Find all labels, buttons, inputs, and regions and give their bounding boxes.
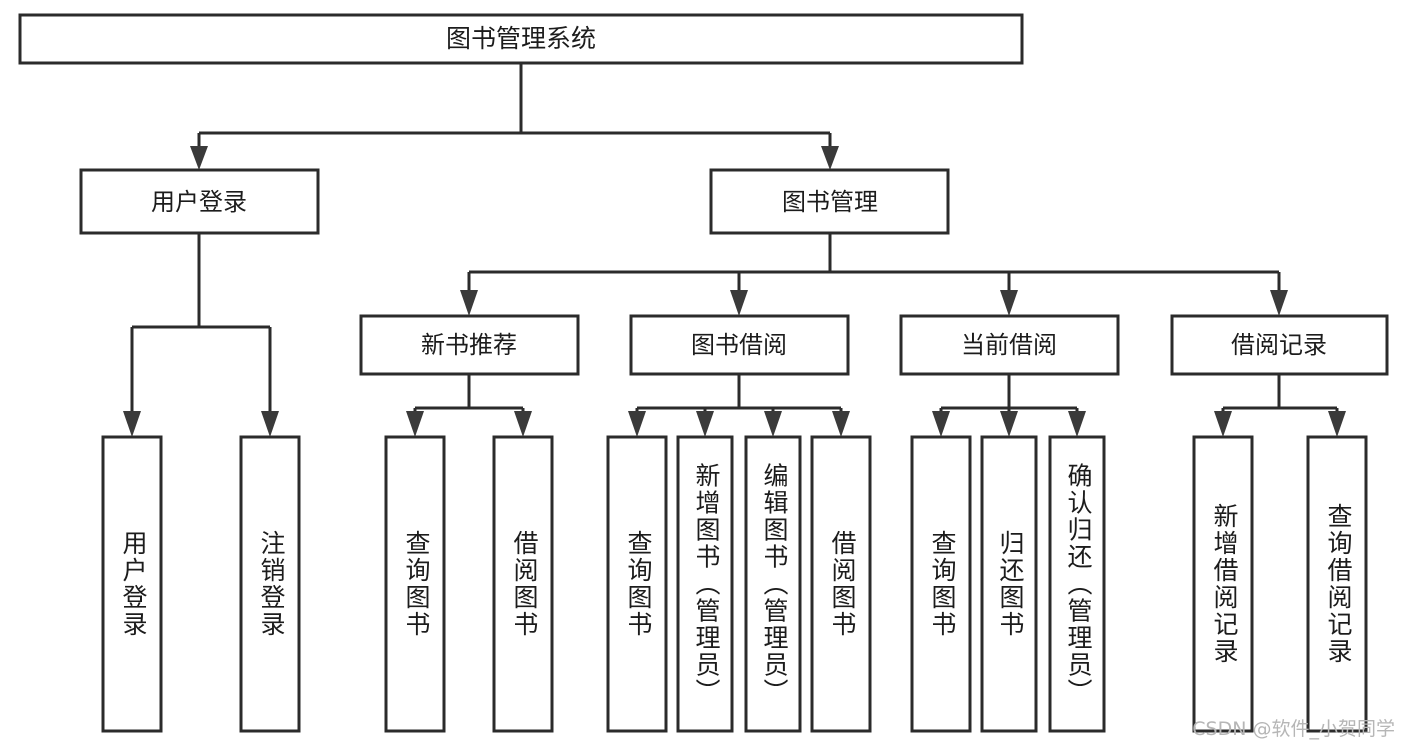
node-book-manage-box[interactable]: [709, 168, 950, 235]
node-book-borrow-box[interactable]: [629, 314, 850, 376]
leaf-new-book-1-label: 借阅图书: [510, 530, 539, 638]
leaf-node[interactable]: 借阅图书: [810, 435, 872, 733]
arrow-head-leaf-book-borrow-1: [696, 411, 714, 437]
arrow-head-leaf-book-borrow-0: [628, 411, 646, 437]
node-root-box[interactable]: [18, 13, 1024, 65]
leaf-node[interactable]: 注销登录: [239, 435, 301, 733]
node-borrow-record[interactable]: 借阅记录: [1170, 314, 1389, 376]
leaf-node[interactable]: 新增图书（管理员）: [676, 435, 734, 733]
node-root[interactable]: 图书管理系统: [18, 13, 1024, 65]
leaf-borrow-record-1-label: 查询借阅记录: [1324, 503, 1353, 665]
arrow-head-leaf-current-borrow-0: [932, 411, 950, 437]
leaf-node[interactable]: 借阅图书: [492, 435, 554, 733]
csdn-watermark: CSDN @软件_小贺同学: [1192, 718, 1395, 740]
node-borrow-record-box[interactable]: [1170, 314, 1389, 376]
arrow-head-borrow-record: [1270, 290, 1288, 316]
leaf-current-borrow-0-label: 查询图书: [928, 530, 957, 638]
node-user-login[interactable]: 用户登录: [79, 168, 320, 235]
leaf-book-borrow-1-label: 新增图书（管理员）: [692, 463, 721, 706]
leaf-node[interactable]: 查询图书: [384, 435, 446, 733]
leaf-book-borrow-3-box[interactable]: [810, 435, 872, 733]
node-book-manage-label: 图书管理: [782, 188, 878, 216]
connector-layer: [123, 63, 1346, 437]
leaf-current-borrow-2-label: 确认归还（管理员）: [1064, 463, 1093, 706]
node-borrow-record-label: 借阅记录: [1231, 331, 1327, 359]
arrow-head-leaf-borrow-record-0: [1214, 411, 1232, 437]
node-new-book-recommend-label: 新书推荐: [421, 331, 517, 359]
leaf-current-borrow-1-label: 归还图书: [996, 530, 1025, 638]
leaf-node[interactable]: 新增借阅记录: [1192, 435, 1254, 733]
leaf-new-book-0-box[interactable]: [384, 435, 446, 733]
leaf-user-login-0-label: 用户登录: [119, 530, 148, 638]
leaf-node[interactable]: 查询图书: [910, 435, 972, 733]
leaf-user-login-0-box[interactable]: [101, 435, 163, 733]
node-current-borrow[interactable]: 当前借阅: [899, 314, 1120, 376]
node-user-login-box[interactable]: [79, 168, 320, 235]
node-new-book-recommend[interactable]: 新书推荐: [359, 314, 580, 376]
leaf-current-borrow-2-box[interactable]: [1048, 435, 1106, 733]
leaf-node[interactable]: 查询借阅记录: [1306, 435, 1368, 733]
arrow-head-leaf-user-login-0: [123, 411, 141, 437]
leaf-book-borrow-2-label: 编辑图书（管理员）: [760, 463, 789, 706]
leaf-book-borrow-2-box[interactable]: [744, 435, 802, 733]
leaf-node[interactable]: 确认归还（管理员）: [1048, 435, 1106, 733]
node-book-borrow-label: 图书借阅: [691, 331, 787, 359]
leaf-book-borrow-0-box[interactable]: [606, 435, 668, 733]
node-user-login-label: 用户登录: [151, 188, 247, 216]
leaf-user-login-1-label: 注销登录: [257, 530, 286, 638]
arrow-head-leaf-new-book-1: [514, 411, 532, 437]
arrow-head-new-book-recommend: [460, 290, 478, 316]
arrow-head-leaf-current-borrow-2: [1068, 411, 1086, 437]
leaf-new-book-0-label: 查询图书: [402, 530, 431, 638]
leaf-current-borrow-1-box[interactable]: [980, 435, 1038, 733]
leaf-book-borrow-3-label: 借阅图书: [828, 530, 857, 638]
leaf-book-borrow-1-box[interactable]: [676, 435, 734, 733]
arrow-head-leaf-new-book-0: [406, 411, 424, 437]
leaf-borrow-record-0-box[interactable]: [1192, 435, 1254, 733]
arrow-head-book-manage: [821, 146, 839, 170]
node-book-manage[interactable]: 图书管理: [709, 168, 950, 235]
arrow-head-leaf-current-borrow-1: [1000, 411, 1018, 437]
leaf-node[interactable]: 查询图书: [606, 435, 668, 733]
leaf-node[interactable]: 用户登录: [101, 435, 163, 733]
node-new-book-recommend-box[interactable]: [359, 314, 580, 376]
node-current-borrow-label: 当前借阅: [961, 331, 1057, 359]
leaf-new-book-1-box[interactable]: [492, 435, 554, 733]
arrow-head-current-borrow: [1000, 290, 1018, 316]
arrow-head-leaf-user-login-1: [261, 411, 279, 437]
node-current-borrow-box[interactable]: [899, 314, 1120, 376]
leaf-borrow-record-1-box[interactable]: [1306, 435, 1368, 733]
leaf-node[interactable]: 编辑图书（管理员）: [744, 435, 802, 733]
node-book-borrow[interactable]: 图书借阅: [629, 314, 850, 376]
leaf-borrow-record-0-label: 新增借阅记录: [1210, 503, 1239, 665]
arrow-head-book-borrow: [730, 290, 748, 316]
arrow-head-leaf-borrow-record-1: [1328, 411, 1346, 437]
leaf-user-login-1-box[interactable]: [239, 435, 301, 733]
node-root-label: 图书管理系统: [446, 24, 596, 53]
arrow-head-leaf-book-borrow-3: [832, 411, 850, 437]
arrow-head-user-login: [190, 146, 208, 170]
leaf-book-borrow-0-label: 查询图书: [624, 530, 653, 638]
leaf-current-borrow-0-box[interactable]: [910, 435, 972, 733]
arrow-head-leaf-book-borrow-2: [764, 411, 782, 437]
leaf-node[interactable]: 归还图书: [980, 435, 1038, 733]
